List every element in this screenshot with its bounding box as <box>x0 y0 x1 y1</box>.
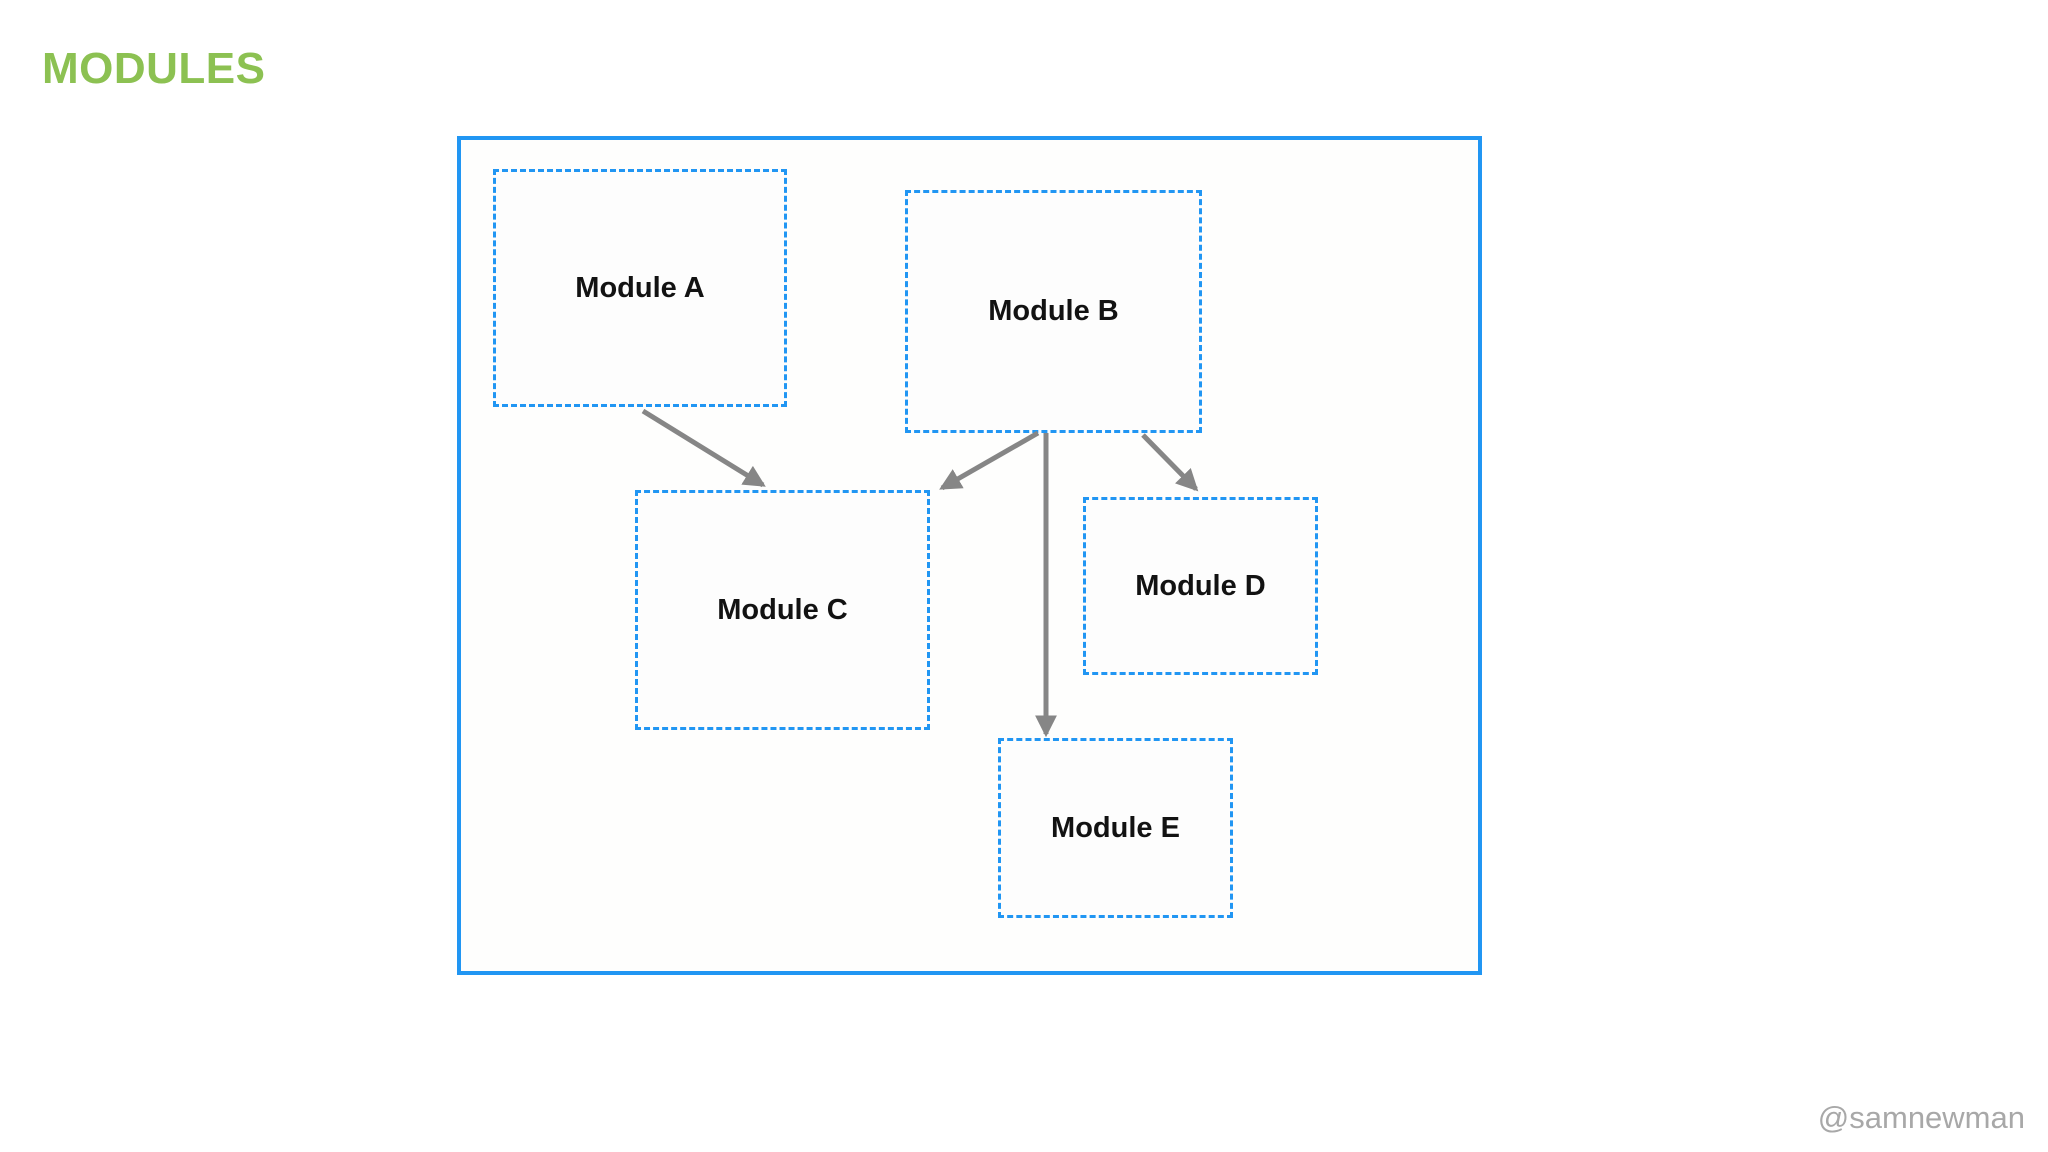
module-e-label: Module E <box>1051 811 1180 844</box>
module-box-d: Module D <box>1083 497 1318 675</box>
page-title: MODULES <box>42 44 266 93</box>
module-b-label: Module B <box>988 295 1119 327</box>
module-d-label: Module D <box>1135 569 1266 602</box>
module-c-label: Module C <box>717 593 848 626</box>
module-box-b: Module B <box>905 190 1202 433</box>
module-box-a: Module A <box>493 169 787 407</box>
module-box-e: Module E <box>998 738 1233 918</box>
author-watermark: @samnewman <box>1817 1100 2025 1135</box>
module-box-c: Module C <box>635 490 930 730</box>
module-a-label: Module A <box>575 271 705 304</box>
